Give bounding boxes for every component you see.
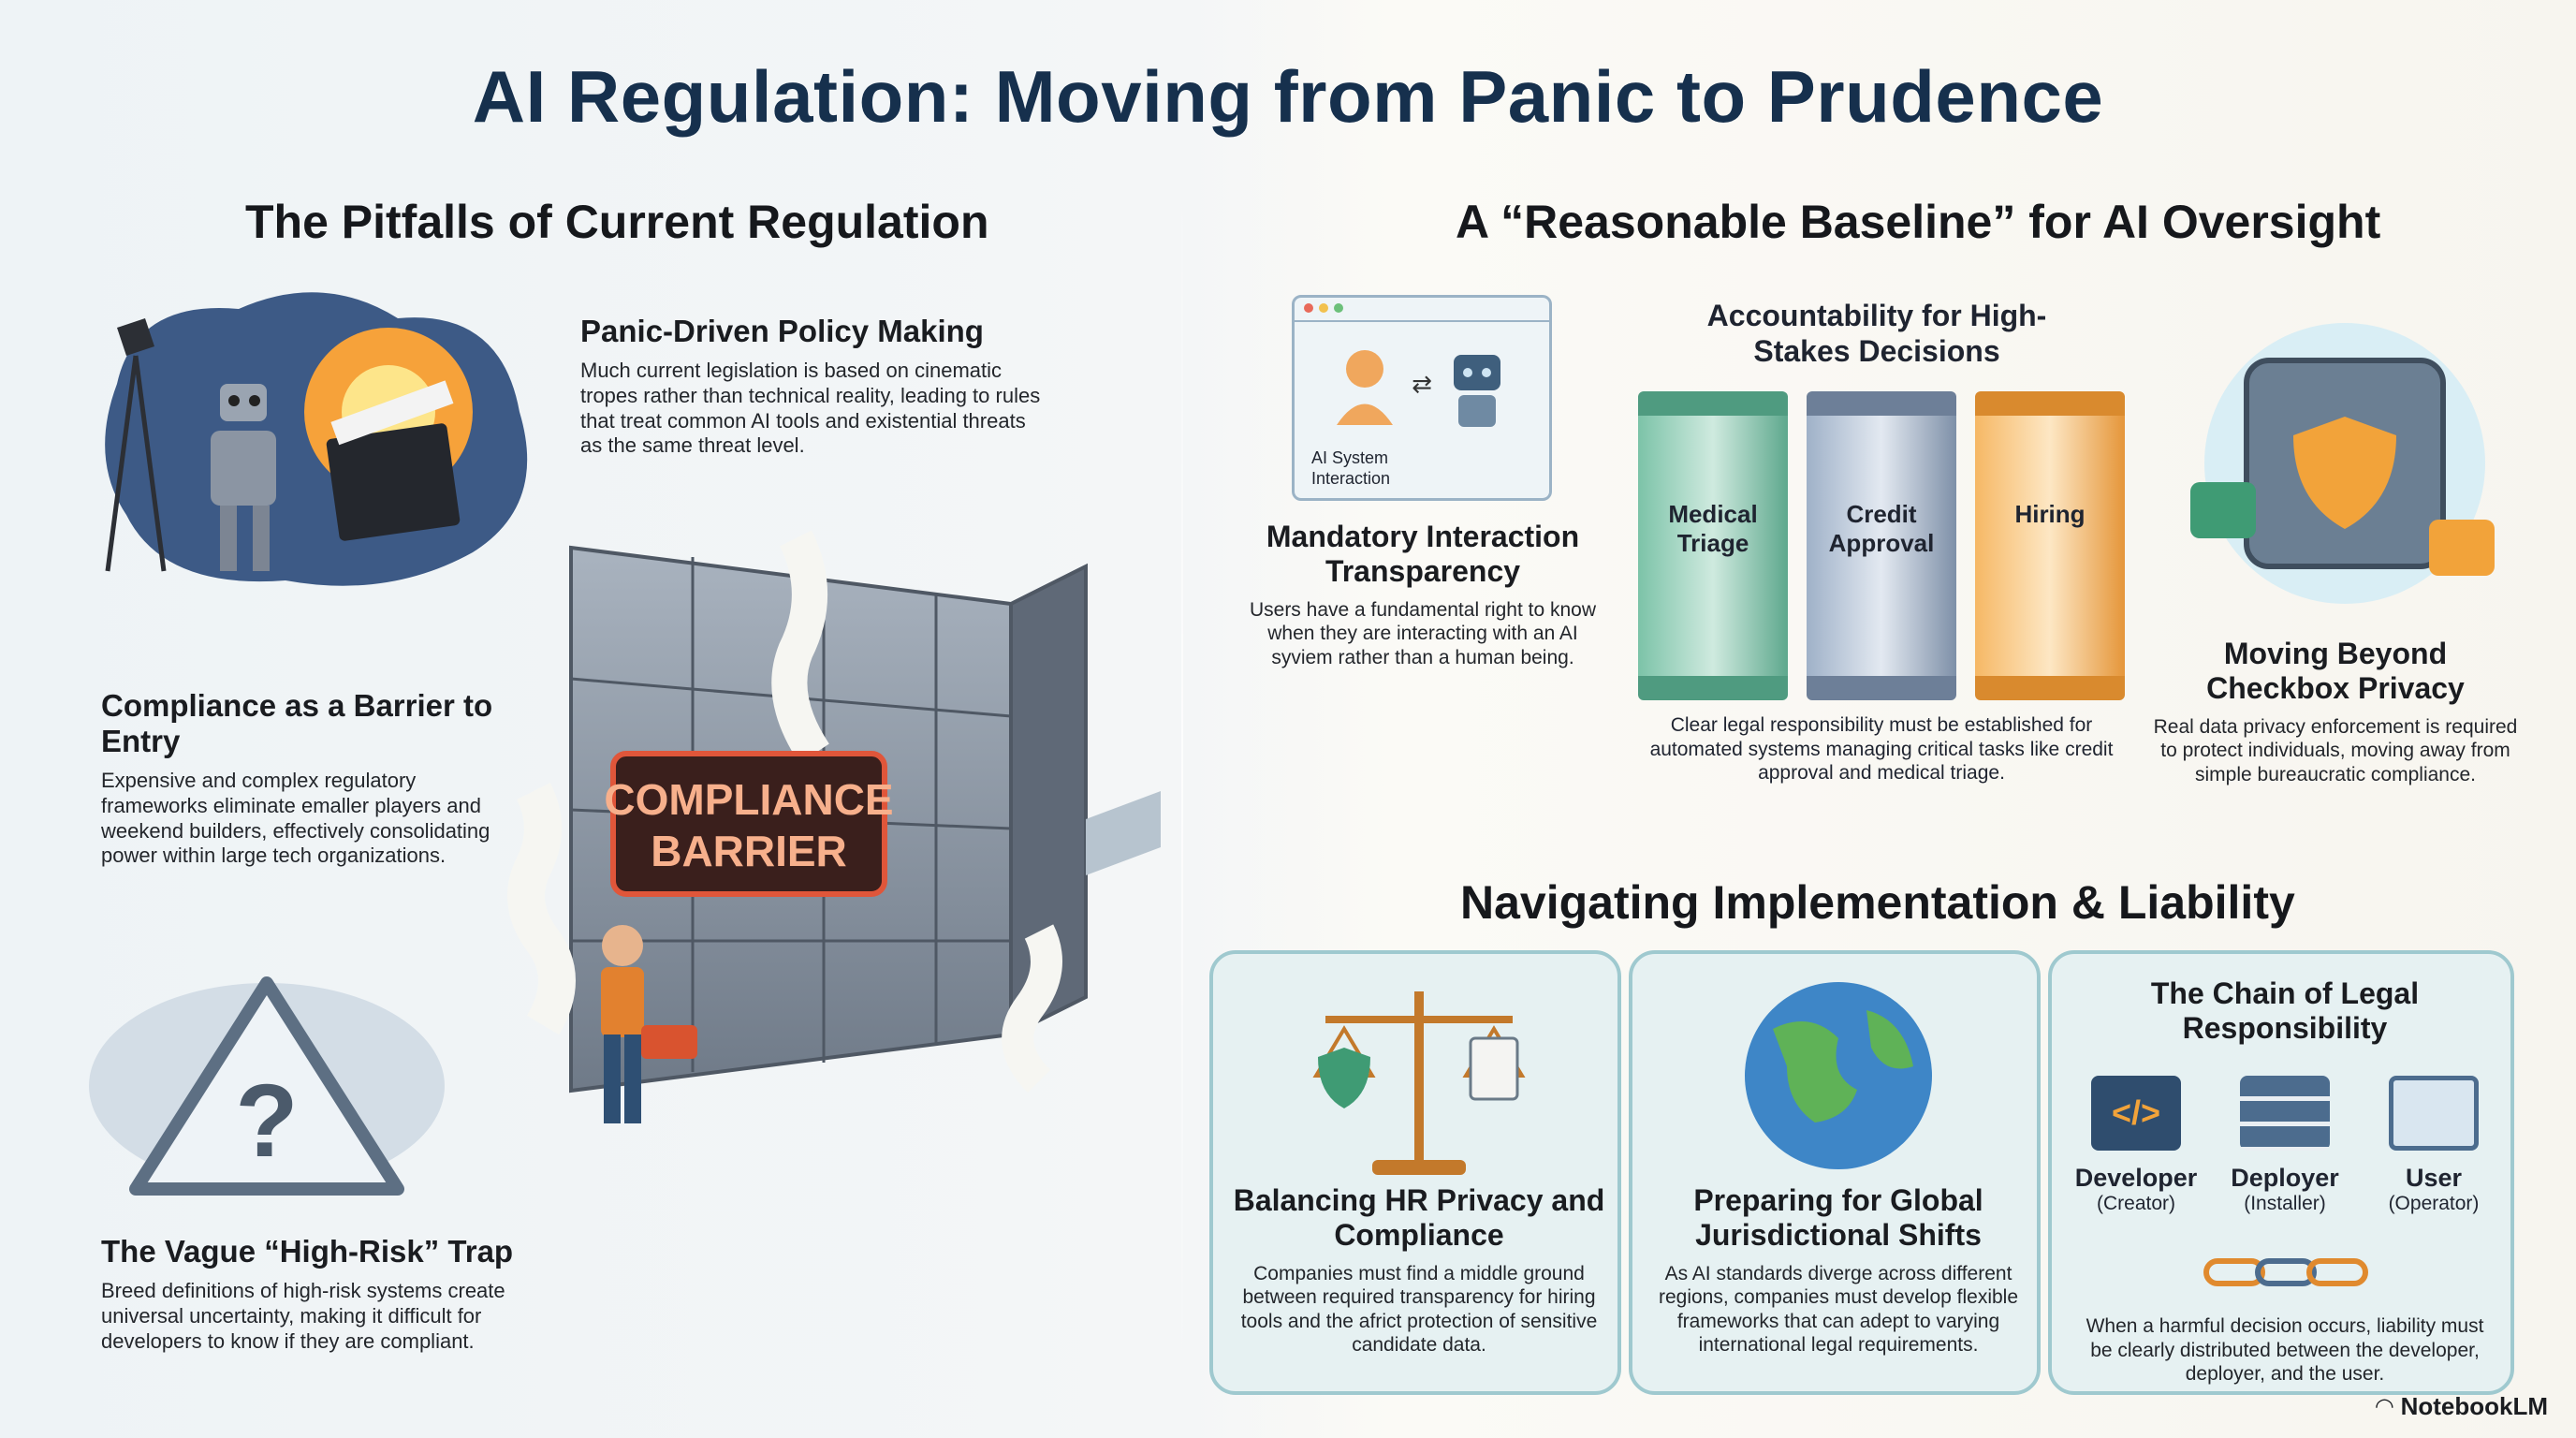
- notebooklm-icon: ◠: [2376, 1394, 2393, 1419]
- ai-interaction-window: ⇄ AI System Interaction: [1292, 295, 1552, 501]
- checkbox-privacy-title: Moving Beyond Checkbox Privacy: [2206, 637, 2465, 705]
- hr-privacy-panel: Balancing HR Privacy and Compliance Comp…: [1209, 950, 1621, 1395]
- left-section-heading: The Pitfalls of Current Regulation: [245, 196, 989, 248]
- globe-icon: [1745, 982, 1932, 1169]
- global-shifts-text: As AI standards diverge across different…: [1658, 1262, 2019, 1357]
- role-developer: </> Developer (Creator): [2066, 1076, 2206, 1215]
- scales-balance-icon: [1312, 991, 1526, 1175]
- role-user: User (Operator): [2364, 1076, 2504, 1215]
- role-deployer: Deployer (Installer): [2215, 1076, 2355, 1215]
- pillar-credit-approval: Credit Approval: [1807, 391, 1956, 700]
- global-shifts-title: Preparing for Global Jurisdictional Shif…: [1693, 1183, 1983, 1252]
- notebooklm-brand: NotebookLM: [2400, 1392, 2548, 1420]
- movie-robot-illustration: [105, 292, 528, 586]
- global-shifts-panel: Preparing for Global Jurisdictional Shif…: [1629, 950, 2041, 1395]
- pillar-medical-label: Medical Triage: [1668, 500, 1758, 557]
- code-icon: </>: [2091, 1076, 2181, 1151]
- compliance-barrier-block: Compliance as a Barrier to Entry Expensi…: [101, 688, 513, 869]
- accountability-title: Accountability for High-Stakes Decisions: [1706, 299, 2047, 369]
- svg-text:?: ?: [235, 1064, 298, 1179]
- compliance-barrier-title: Compliance as a Barrier to Entry: [101, 688, 493, 758]
- right-section-heading: A “Reasonable Baseline” for AI Oversight: [1456, 196, 2381, 248]
- vague-high-risk-block: The Vague “High-Risk” Trap Breed definit…: [101, 1234, 550, 1354]
- panic-policy-title: Panic-Driven Policy Making: [580, 314, 984, 348]
- window-titlebar: [1295, 298, 1549, 322]
- chain-roles-row: </> Developer (Creator) Deployer (Instal…: [2066, 1076, 2504, 1215]
- checkbox-privacy-text: Real data privacy enforcement is require…: [2153, 715, 2518, 785]
- person-robot-icon: ⇄: [1337, 350, 1500, 427]
- pillars-row: Medical Triage Credit Approval Hiring: [1638, 391, 2125, 700]
- dashboard-icon: [2389, 1076, 2479, 1151]
- vague-high-risk-title: The Vague “High-Risk” Trap: [101, 1234, 514, 1269]
- compliance-barrier-text: Expensive and complex regulatory framewo…: [101, 768, 490, 868]
- safe-shield-lock-icon: [2190, 323, 2495, 604]
- role-deployer-sub: (Installer): [2244, 1193, 2326, 1214]
- wall-sign-line1: COMPLIANCE: [604, 775, 893, 824]
- legal-chain-text: When a harmful decision occurs, liabilit…: [2086, 1315, 2484, 1386]
- server-icon: [2240, 1076, 2330, 1151]
- hr-privacy-title: Balancing HR Privacy and Compliance: [1233, 1183, 1605, 1252]
- chain-link-icon: [2203, 1258, 2368, 1286]
- legal-chain-title: The Chain of Legal Responsibility: [2150, 976, 2420, 1045]
- role-developer-name: Developer: [2074, 1164, 2198, 1192]
- pillar-medical-triage: Medical Triage: [1638, 391, 1788, 700]
- transparency-title: Mandatory Interaction Transparency: [1266, 520, 1580, 588]
- pillar-hiring-label: Hiring: [2014, 500, 2086, 528]
- transparency-text: Users have a fundamental right to know w…: [1249, 598, 1597, 668]
- legal-chain-panel: The Chain of Legal Responsibility </> De…: [2048, 950, 2514, 1395]
- transparency-block: Mandatory Interaction Transparency Users…: [1240, 520, 1605, 669]
- compliance-wall-illustration: COMPLIANCE BARRIER: [507, 530, 1161, 1123]
- implementation-heading: Navigating Implementation & Liability: [1460, 876, 2295, 929]
- svg-text:⇄: ⇄: [1412, 371, 1432, 399]
- warning-triangle-illustration: ?: [89, 976, 445, 1196]
- role-deployer-name: Deployer: [2231, 1164, 2339, 1192]
- notebooklm-logo: ◠ NotebookLM: [2376, 1392, 2548, 1421]
- checkbox-privacy-block: Moving Beyond Checkbox Privacy Real data…: [2148, 637, 2523, 786]
- ai-interaction-label: AI System Interaction: [1311, 448, 1391, 488]
- vague-high-risk-text: Breed definitions of high-risk systems c…: [101, 1278, 505, 1353]
- wall-sign-line2: BARRIER: [651, 827, 847, 875]
- pillar-credit-label: Credit Approval: [1828, 500, 1935, 557]
- role-developer-sub: (Creator): [2096, 1193, 2175, 1214]
- main-title: AI Regulation: Moving from Panic to Prud…: [472, 55, 2104, 138]
- panic-policy-text: Much current legislation is based on cin…: [580, 358, 1041, 458]
- section-divider: [1181, 169, 1183, 1386]
- panic-policy-block: Panic-Driven Policy Making Much current …: [580, 314, 1048, 459]
- pillar-hiring: Hiring: [1975, 391, 2125, 700]
- accountability-text: Clear legal responsibility must be estab…: [1649, 714, 2114, 785]
- role-user-sub: (Operator): [2388, 1193, 2480, 1214]
- hr-privacy-text: Companies must find a middle ground betw…: [1240, 1262, 1598, 1357]
- role-user-name: User: [2405, 1164, 2463, 1192]
